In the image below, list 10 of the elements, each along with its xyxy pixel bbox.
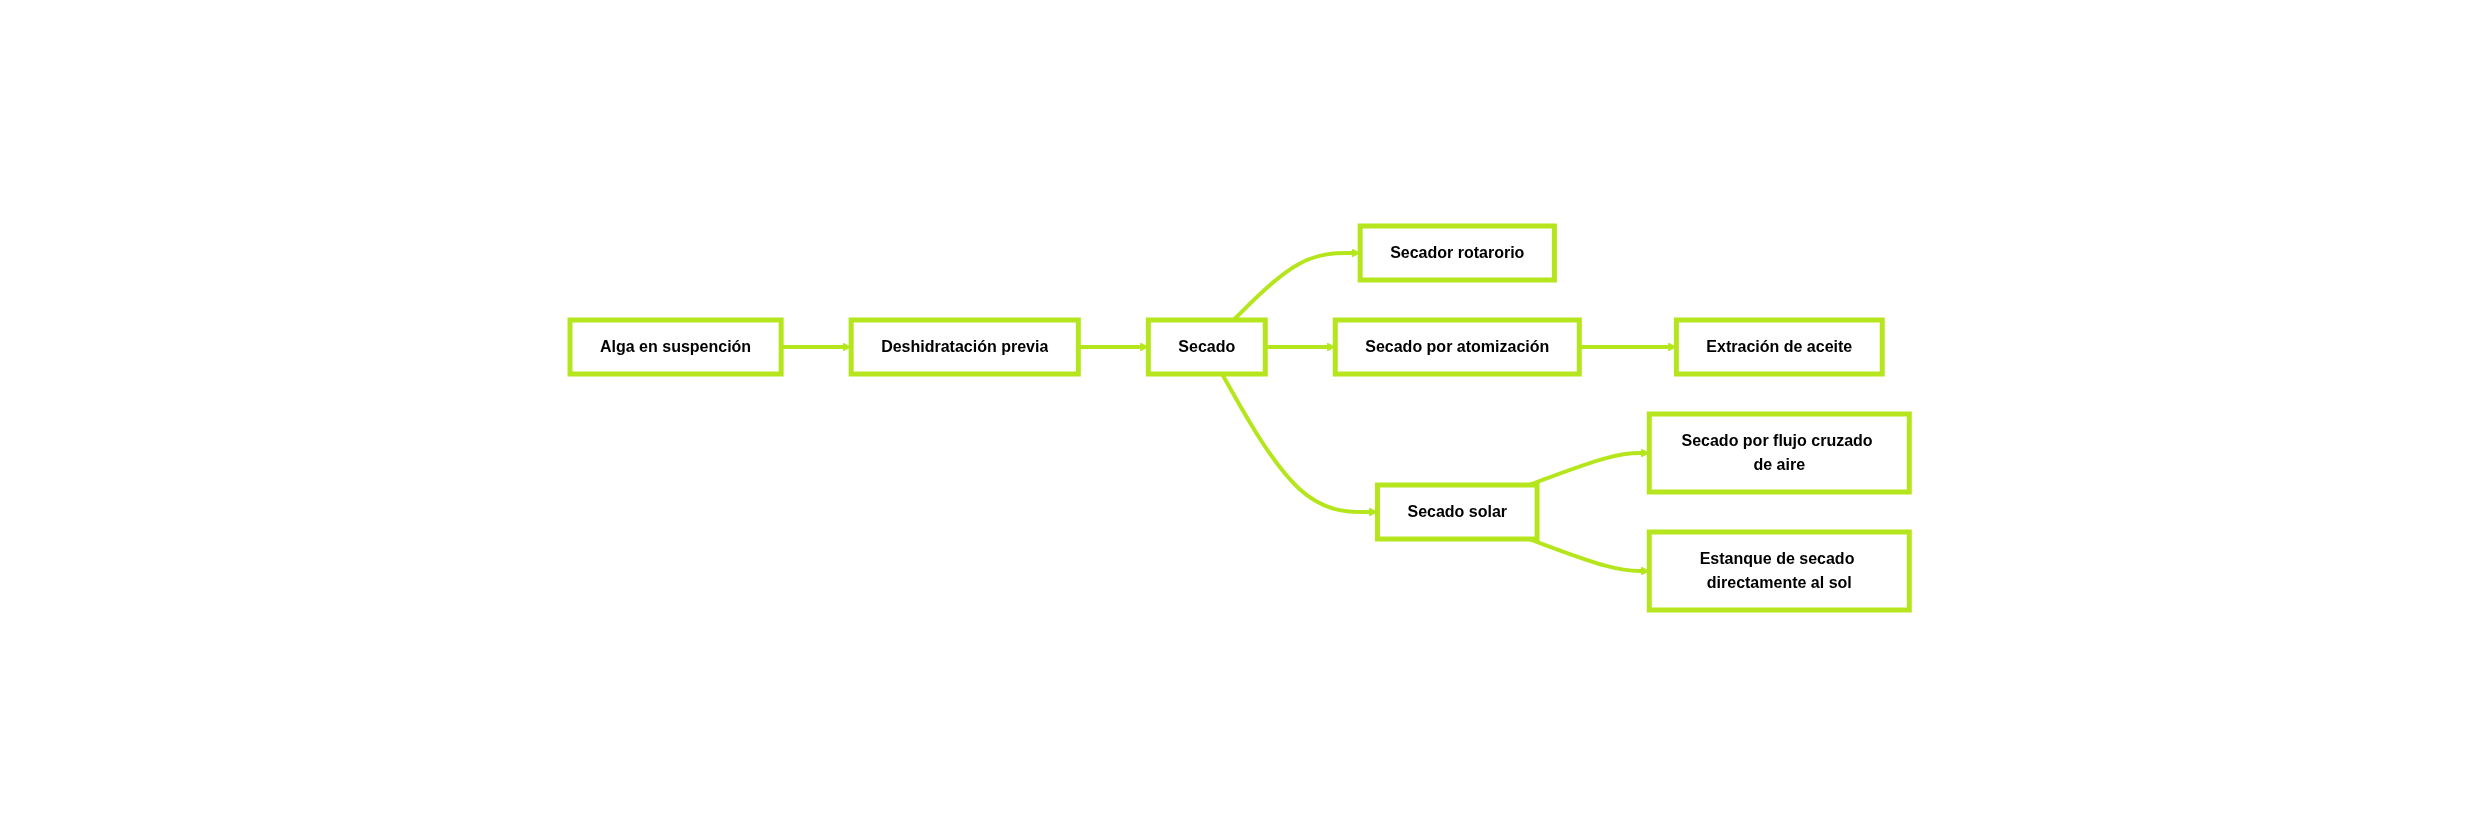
node-box: Secador rotarorio bbox=[1357, 223, 1557, 282]
node-box: Secado por flujo cruzado de aire bbox=[1646, 411, 1912, 494]
node-box: Alga en suspención bbox=[567, 317, 784, 376]
node-box: Secado bbox=[1145, 317, 1268, 376]
node-box: Estanque de secado directamente al sol bbox=[1646, 529, 1912, 612]
node-box: Extración de aceite bbox=[1673, 317, 1885, 376]
node-box: Secado por atomización bbox=[1332, 317, 1582, 376]
node-box: Secado solar bbox=[1374, 482, 1540, 541]
node-box: Deshidratación previa bbox=[848, 317, 1081, 376]
arrow bbox=[781, 342, 852, 351]
